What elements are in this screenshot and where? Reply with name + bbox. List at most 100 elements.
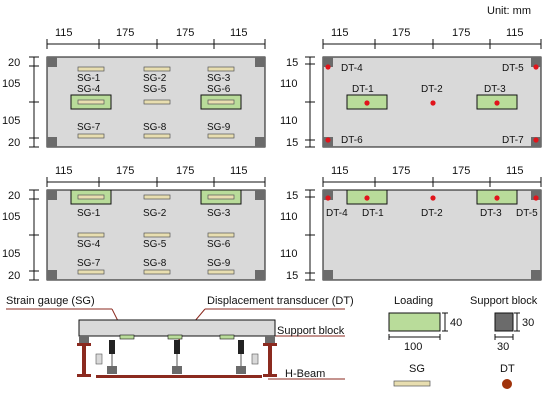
support-block [79, 336, 89, 344]
dt-label: DT-2 [421, 84, 443, 95]
base-beam [96, 375, 262, 378]
dt-label: DT-7 [502, 135, 524, 146]
support-block [531, 190, 541, 200]
dim-left-1: 20 [8, 57, 20, 69]
legend-support-title: Support block [470, 295, 538, 307]
dim-top-4: 115 [230, 27, 248, 39]
support-block [255, 137, 265, 147]
dt-point [533, 137, 539, 143]
dt-label: DT-1 [352, 84, 374, 95]
dim-top-2: 175 [116, 27, 134, 39]
legend-dt-label: Displacement transducer (DT) [207, 295, 354, 307]
h-beam [77, 374, 91, 377]
sg-label: SG-1 [77, 73, 101, 84]
support-block [265, 336, 275, 344]
dt-label: DT-5 [502, 63, 524, 74]
sg-label: SG-6 [207, 239, 231, 250]
loading-pad [219, 334, 235, 340]
legend-loading-height: 40 [450, 317, 462, 329]
support-block [255, 57, 265, 67]
strain-gauge [207, 269, 235, 275]
sg-label: SG-2 [143, 208, 167, 219]
dt-point [325, 64, 331, 70]
dim-left-4: 15 [286, 137, 298, 149]
support-block [531, 57, 541, 67]
sg-label: SG-7 [77, 258, 101, 269]
dim-left-4: 15 [286, 270, 298, 282]
legend-sg-title: SG [409, 363, 425, 375]
sg-label: SG-3 [207, 73, 231, 84]
support-block [47, 190, 57, 200]
dt-sensor [236, 340, 246, 374]
strain-gauge [207, 194, 235, 200]
strain-gauge [143, 99, 171, 105]
h-beam [77, 343, 91, 346]
dt-point [325, 137, 331, 143]
dim-left-3: 110 [280, 115, 298, 127]
strain-gauge [207, 99, 235, 105]
dt-point [494, 100, 500, 106]
strain-gauge [77, 66, 105, 72]
loading-pad [167, 334, 183, 340]
dim-top-2: 175 [116, 165, 134, 177]
h-beam [263, 343, 277, 346]
dim-top-2: 175 [392, 165, 410, 177]
strain-gauge [251, 353, 259, 365]
support-block [47, 270, 57, 280]
dim-left-2: 110 [280, 78, 298, 90]
strain-gauge [95, 353, 103, 365]
dim-top-1: 115 [331, 27, 349, 39]
strain-gauge [77, 99, 105, 105]
dim-left-3: 110 [280, 248, 298, 260]
unit-label: Unit: mm [487, 5, 531, 17]
legend-dt-title: DT [500, 363, 515, 375]
h-beam [268, 346, 272, 374]
dt-point [364, 195, 370, 201]
dim-top-3: 175 [452, 165, 470, 177]
panel-sg-top: 115 175 175 115 20 105 105 20 SG-1 SG-2 … [2, 27, 266, 149]
legend-loading-swatch [388, 312, 441, 332]
strain-gauge [143, 232, 171, 238]
dim-top-4: 115 [506, 165, 524, 177]
dim-left-3: 105 [2, 115, 20, 127]
strain-gauge [143, 269, 171, 275]
legend-support-block-label: Support block [277, 325, 345, 337]
legend-loading-width: 100 [404, 341, 422, 353]
support-block [323, 190, 333, 200]
dim-top-1: 115 [55, 27, 73, 39]
strain-gauge [77, 232, 105, 238]
dim-top-1: 115 [55, 165, 73, 177]
dim-left-1: 15 [286, 57, 298, 69]
sg-label: SG-1 [77, 208, 101, 219]
dim-left-4: 20 [8, 270, 20, 282]
dt-sensor [172, 340, 182, 374]
support-block [255, 190, 265, 200]
sg-label: SG-9 [207, 122, 231, 133]
sg-label: SG-8 [143, 122, 167, 133]
support-block [255, 270, 265, 280]
dim-left-1: 15 [286, 190, 298, 202]
dt-sensor [107, 340, 117, 374]
dim-left-2: 110 [280, 211, 298, 223]
sg-label: SG-9 [207, 258, 231, 269]
dt-label: DT-5 [516, 208, 538, 219]
dim-left-4: 20 [8, 137, 20, 149]
sg-label: SG-4 [77, 239, 101, 250]
dt-point [364, 100, 370, 106]
strain-gauge [77, 269, 105, 275]
slab-elevation [78, 319, 276, 337]
dt-label: DT-4 [326, 208, 348, 219]
dt-point [325, 195, 331, 201]
sg-label: SG-3 [207, 208, 231, 219]
strain-gauge [207, 133, 235, 139]
sg-label: SG-2 [143, 73, 167, 84]
legend-strain-gauge-label: Strain gauge (SG) [6, 295, 95, 307]
sg-label: SG-4 [77, 84, 101, 95]
test-setup-elevation: Strain gauge (SG) Displacement transduce… [6, 295, 354, 380]
dim-top-4: 115 [506, 27, 524, 39]
dt-point [533, 195, 539, 201]
strain-gauge [207, 66, 235, 72]
dt-point [430, 100, 436, 106]
strain-gauge [207, 232, 235, 238]
h-beam [263, 374, 277, 377]
